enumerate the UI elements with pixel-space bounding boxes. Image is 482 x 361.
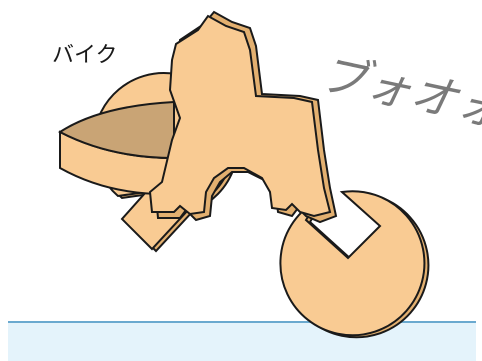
ground bbox=[8, 322, 476, 361]
front-wheel-face bbox=[279, 190, 426, 337]
svg-text:ブォオォン: ブォオォン bbox=[316, 46, 482, 147]
seat bbox=[58, 100, 175, 196]
seat-top bbox=[58, 100, 175, 160]
bike-label: バイク bbox=[52, 43, 118, 68]
front-wheel bbox=[279, 190, 430, 339]
sound-effect: ブォオォン bbox=[316, 46, 482, 147]
body-face bbox=[148, 14, 332, 218]
